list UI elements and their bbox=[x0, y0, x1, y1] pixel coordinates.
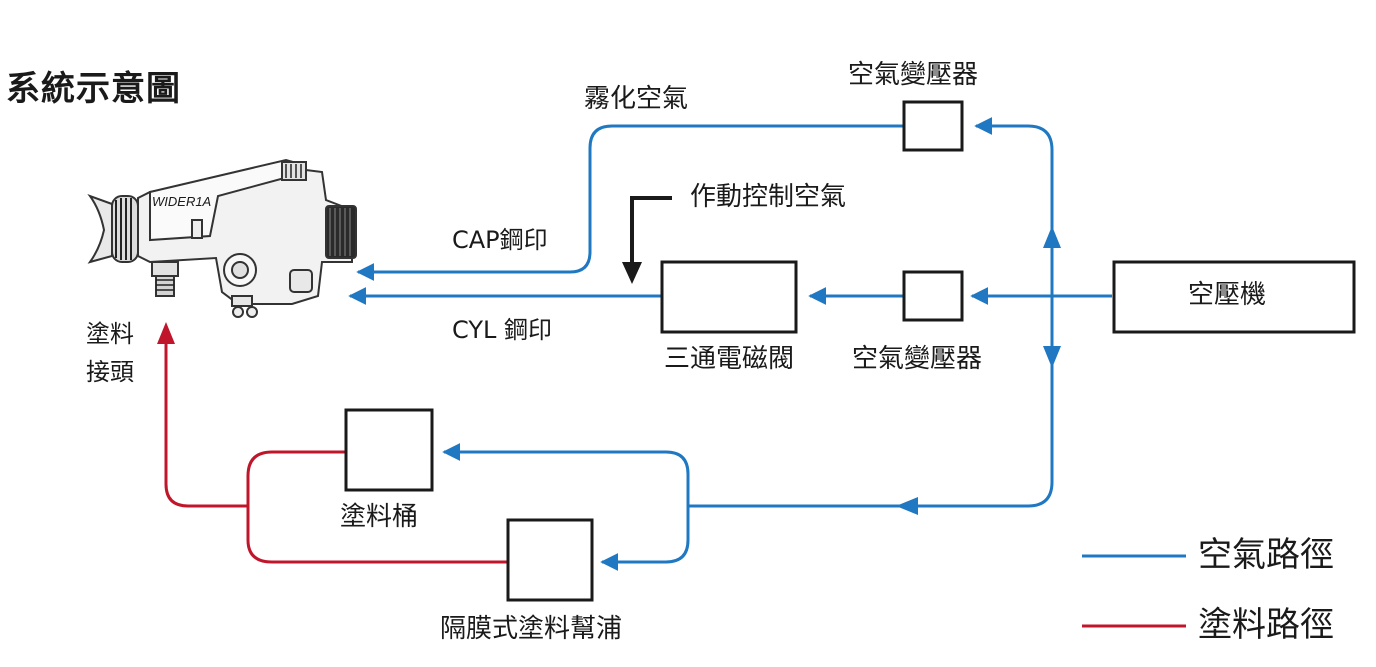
actuation-control-arrow bbox=[630, 196, 672, 264]
spray-gun-illustration bbox=[87, 158, 357, 318]
gun-model-label: WIDER1A bbox=[152, 194, 212, 209]
air-arrow-left bbox=[896, 497, 918, 515]
diaphragm-pump-label: 隔膜式塗料幫浦 bbox=[440, 614, 623, 644]
compressor-label: 空壓機 bbox=[1188, 280, 1267, 310]
paint-inlet-label-line1: 塗料 bbox=[86, 320, 134, 348]
air-trunk-top bbox=[974, 117, 1054, 296]
air-line-to-pump bbox=[600, 506, 690, 571]
regulator-top-label: 空氣變壓器 bbox=[848, 60, 979, 90]
air-trunk-bottom bbox=[688, 296, 1054, 508]
cap-seal-label: CAP鋼印 bbox=[452, 226, 548, 254]
regulator-top-box bbox=[902, 100, 964, 152]
air-line-atomizing bbox=[356, 124, 904, 281]
air-arrow-up bbox=[1043, 226, 1061, 248]
legend-air-label: 空氣路徑 bbox=[1198, 535, 1334, 575]
paint-arrow-up bbox=[157, 322, 175, 344]
paint-tank-box bbox=[344, 408, 434, 492]
diagram-title: 系統示意圖 bbox=[6, 69, 181, 109]
diaphragm-pump-box bbox=[506, 518, 594, 602]
compressor-box bbox=[1112, 260, 1356, 334]
regulator-mid-label: 空氣變壓器 bbox=[852, 344, 983, 374]
air-arrow-down bbox=[1043, 346, 1061, 368]
paint-line-to-gun bbox=[164, 340, 248, 508]
legend-paint-label: 塗料路徑 bbox=[1198, 605, 1334, 645]
solenoid-valve-box bbox=[660, 260, 798, 334]
paint-tank-label: 塗料桶 bbox=[340, 502, 419, 532]
atomizing-air-label: 霧化空氣 bbox=[584, 84, 689, 114]
air-line-to-tank bbox=[442, 443, 690, 506]
actuation-control-air-label: 作動控制空氣 bbox=[690, 182, 847, 212]
paint-line-tank bbox=[246, 450, 508, 564]
cyl-seal-label: CYL 鋼印 bbox=[452, 316, 552, 344]
solenoid-valve-label: 三通電磁閥 bbox=[664, 344, 795, 374]
regulator-mid-box bbox=[902, 270, 964, 322]
paint-inlet-label-line2: 接頭 bbox=[86, 358, 134, 386]
